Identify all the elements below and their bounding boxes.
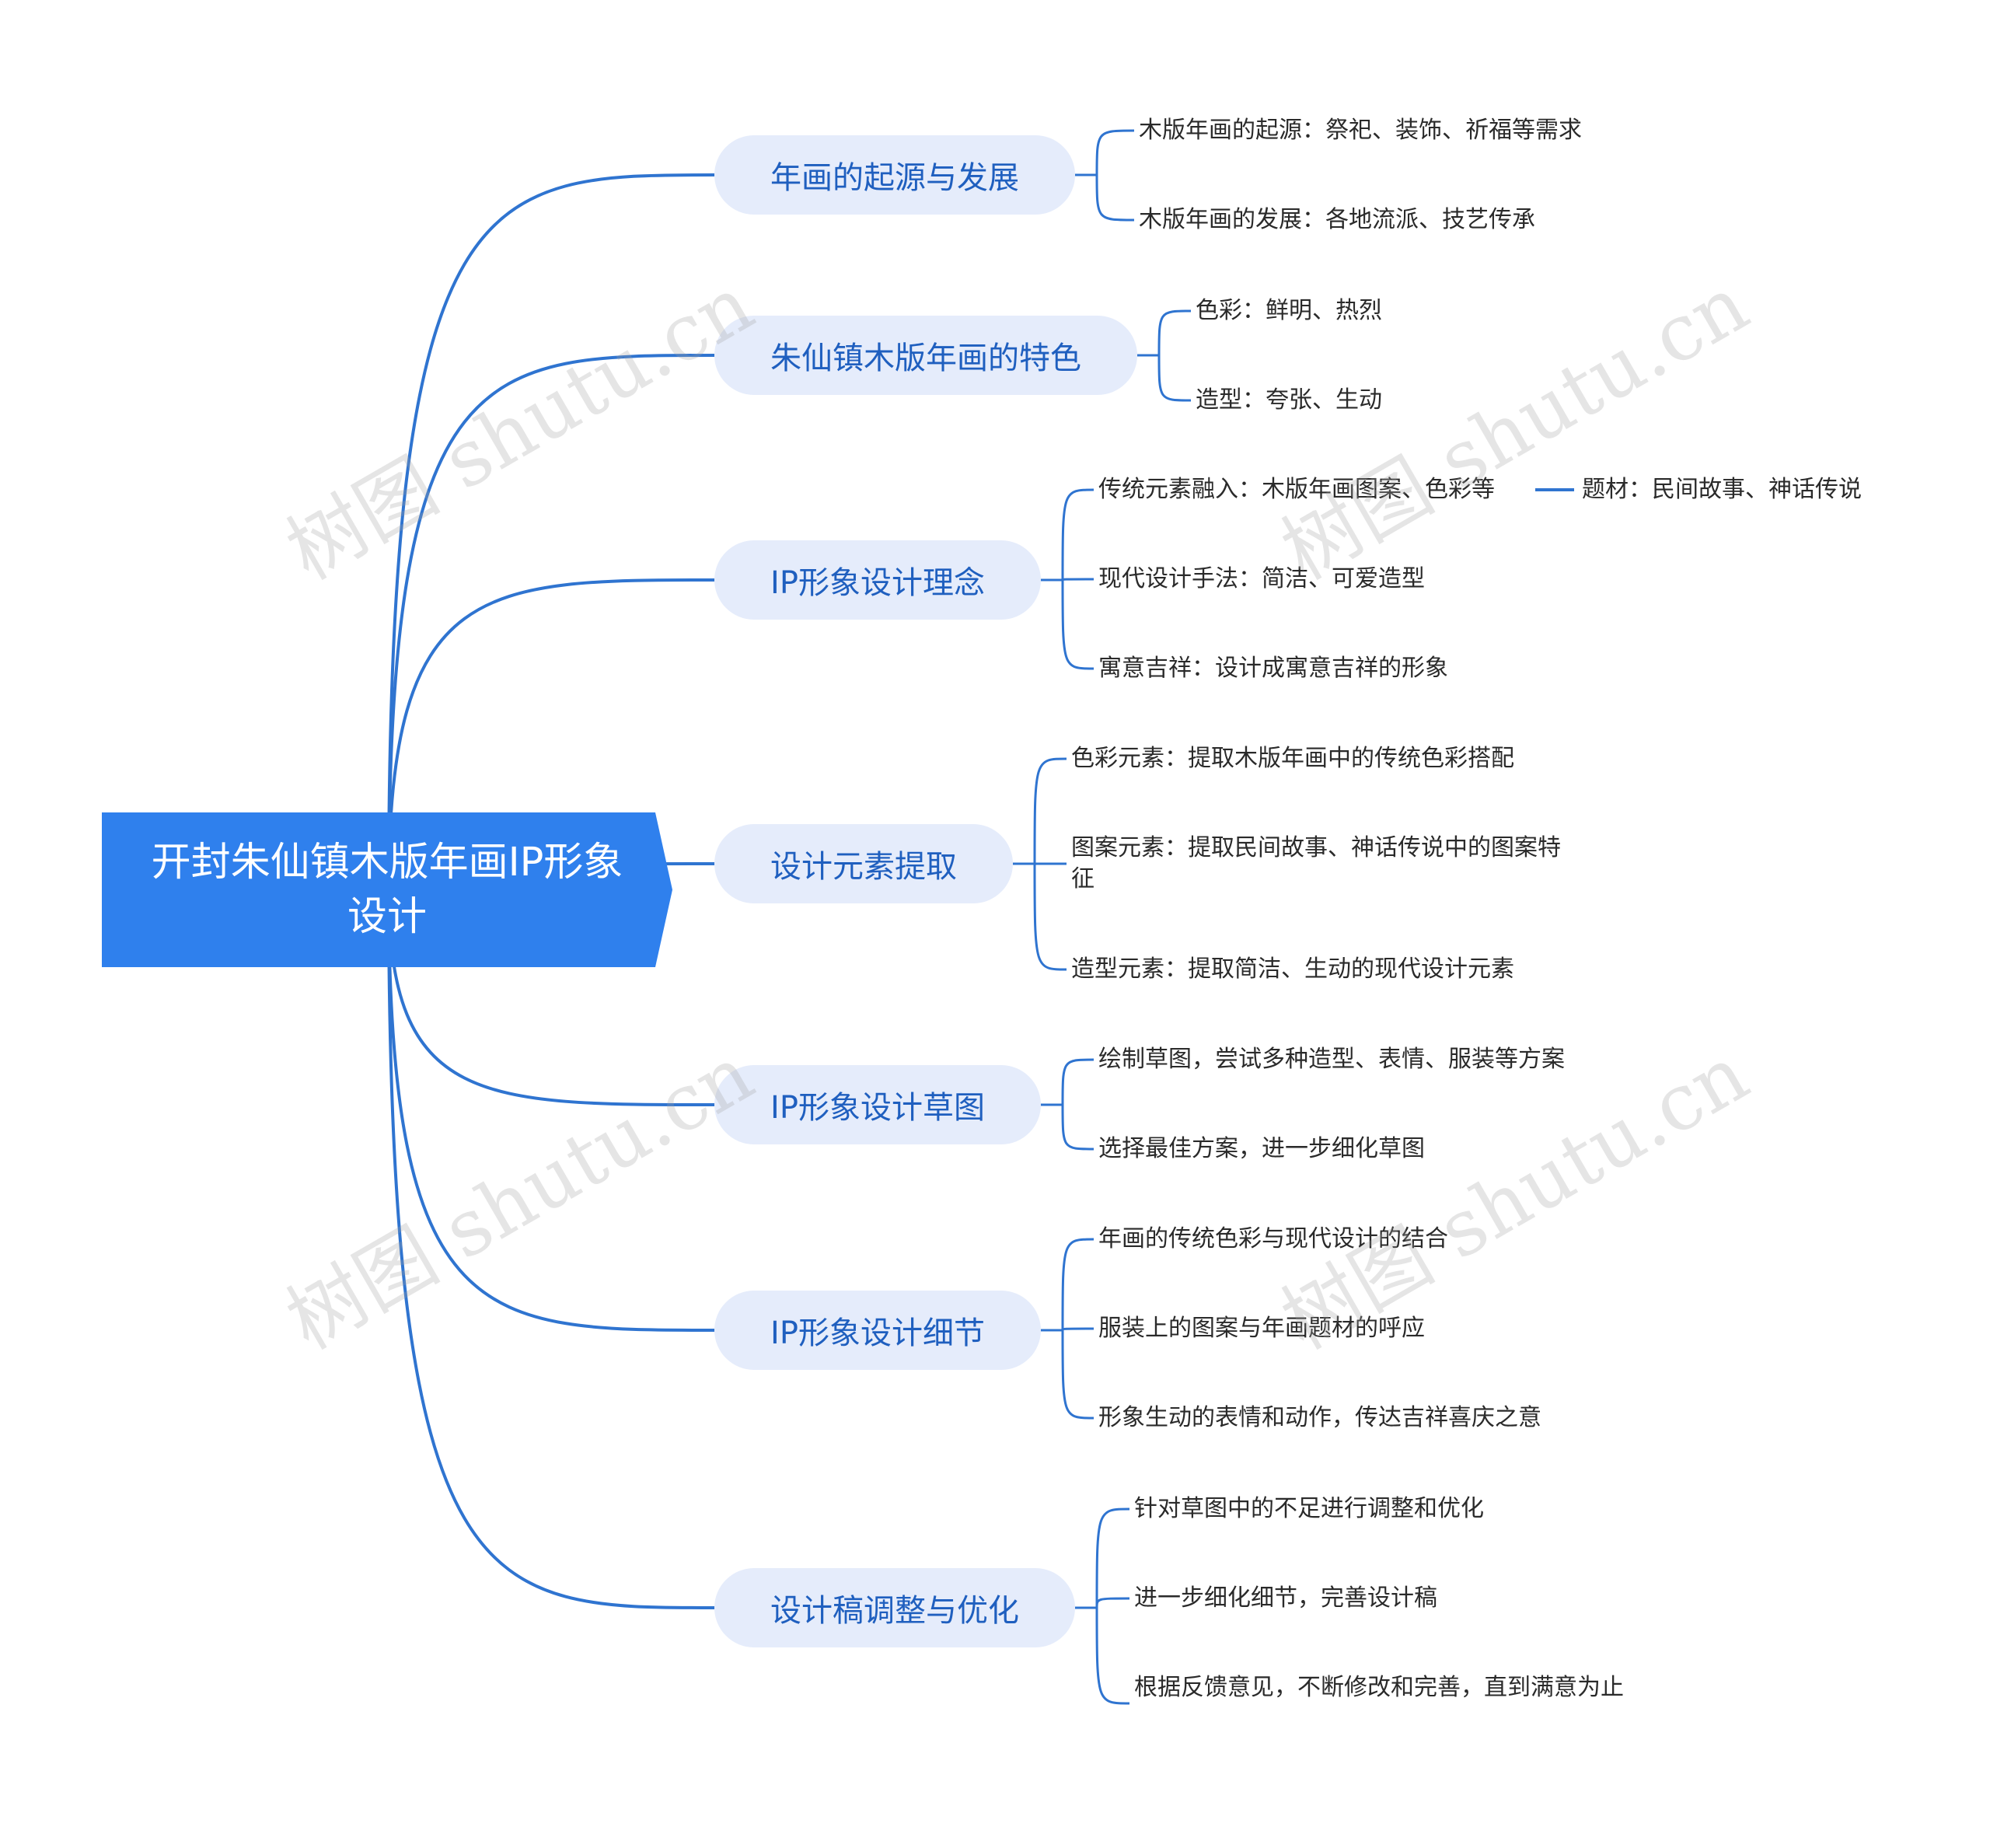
leaf-node[interactable]: 传统元素融入：木版年画图案、色彩等 xyxy=(1098,476,1495,503)
leaf-node[interactable]: 根据反馈意见，不断修改和完善，直到满意为止 xyxy=(1134,1674,1624,1701)
connector-line xyxy=(1033,863,1067,971)
branch-node[interactable]: IP形象设计草图 xyxy=(714,1065,1041,1144)
leaf-node[interactable]: 色彩元素：提取木版年画中的传统色彩搭配 xyxy=(1071,745,1514,772)
leaf-node[interactable]: 寓意吉祥：设计成寓意吉祥的形象 xyxy=(1098,655,1448,682)
connector-line xyxy=(387,578,715,891)
leaf-node[interactable]: 针对草图中的不足进行调整和优化 xyxy=(1134,1495,1484,1522)
connector-line xyxy=(387,889,715,1609)
leaf-node[interactable]: 年画的传统色彩与现代设计的结合 xyxy=(1098,1225,1448,1252)
root-node[interactable]: 开封朱仙镇木版年画IP形象设计 xyxy=(102,812,672,967)
connector-line xyxy=(1061,1058,1094,1106)
connector-line xyxy=(387,354,715,891)
leaf-node[interactable]: 木版年画的起源：祭祀、装饰、祈福等需求 xyxy=(1139,117,1582,144)
connector-line xyxy=(1095,174,1135,222)
branch-node[interactable]: 年画的起源与发展 xyxy=(714,135,1075,215)
connector-line xyxy=(1061,1238,1094,1331)
leaf-node[interactable]: 现代设计手法：简洁、可爱造型 xyxy=(1098,565,1425,592)
branch-label: IP形象设计草图 xyxy=(770,1090,985,1126)
branch-node[interactable]: 设计稿调整与优化 xyxy=(714,1568,1075,1647)
leaf-node[interactable]: 造型：夸张、生动 xyxy=(1196,386,1382,414)
connector-line xyxy=(1157,309,1192,356)
leaf-node[interactable]: 图案元素：提取民间故事、神话传说中的图案特征 xyxy=(1071,834,1561,893)
connector-line xyxy=(1061,578,1094,582)
branch-node[interactable]: IP形象设计理念 xyxy=(714,540,1041,620)
connector-line xyxy=(1061,579,1094,670)
leaf-node[interactable]: 形象生动的表情和动作，传达吉祥喜庆之意 xyxy=(1098,1404,1541,1431)
leaf-node[interactable]: 造型元素：提取简洁、生动的现代设计元素 xyxy=(1071,955,1514,983)
connector-line xyxy=(1061,488,1094,581)
leaf-node[interactable]: 选择最佳方案，进一步细化草图 xyxy=(1098,1135,1425,1162)
leaf-node[interactable]: 绘制草图，尝试多种造型、表情、服装等方案 xyxy=(1098,1046,1565,1073)
connector-line xyxy=(1095,129,1135,176)
leaf-node[interactable]: 服装上的图案与年画题材的呼应 xyxy=(1098,1315,1425,1342)
branch-label: 设计稿调整与优化 xyxy=(770,1593,1019,1629)
connector-line xyxy=(1157,355,1192,402)
branch-node[interactable]: 设计元素提取 xyxy=(714,824,1013,903)
leaf-node[interactable]: 木版年画的发展：各地流派、技艺传承 xyxy=(1139,206,1535,233)
connector-line xyxy=(1095,1507,1130,1609)
connector-line xyxy=(1095,1597,1130,1609)
connector-line xyxy=(387,173,715,891)
connector-line xyxy=(387,889,715,1332)
connector-line xyxy=(1061,1329,1094,1420)
branch-label: 朱仙镇木版年画的特色 xyxy=(770,341,1081,376)
branch-label: 年画的起源与发展 xyxy=(770,160,1019,196)
connector-line xyxy=(1033,757,1067,865)
leaf-node[interactable]: 进一步细化细节，完善设计稿 xyxy=(1134,1584,1437,1612)
connector-line xyxy=(1095,1607,1130,1705)
connector-line xyxy=(387,889,715,1106)
branch-label: IP形象设计理念 xyxy=(770,565,985,601)
branch-node[interactable]: IP形象设计细节 xyxy=(714,1291,1041,1370)
branch-label: 设计元素提取 xyxy=(770,849,957,885)
sub-leaf-node[interactable]: 题材：民间故事、神话传说 xyxy=(1582,476,1862,503)
root-title: 开封朱仙镇木版年画IP形象设计 xyxy=(151,839,623,940)
branch-label: IP形象设计细节 xyxy=(770,1315,985,1351)
connector-line xyxy=(1061,1327,1094,1331)
leaf-node[interactable]: 色彩：鲜明、热烈 xyxy=(1196,297,1382,324)
branch-node[interactable]: 朱仙镇木版年画的特色 xyxy=(714,316,1137,395)
connector-line xyxy=(1061,1104,1094,1151)
